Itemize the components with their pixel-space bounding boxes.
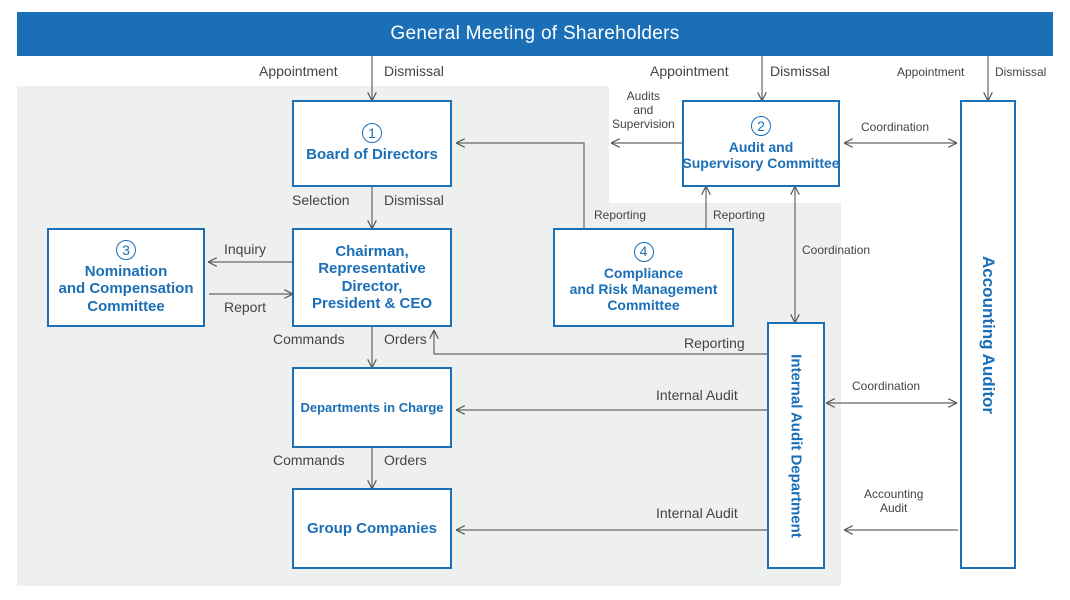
label-appointment-board: Appointment — [259, 63, 338, 79]
audit-committee-title: Audit and Supervisory Committee — [682, 138, 840, 171]
internal-audit-title: Internal Audit Department — [787, 353, 805, 538]
group-companies-box: Group Companies — [292, 488, 452, 569]
number-badge-4: 4 — [633, 241, 654, 262]
departments-box: Departments in Charge — [292, 367, 452, 448]
label-accounting-audit: Accounting Audit — [864, 487, 924, 515]
label-dismissal-accounting: Dismissal — [995, 65, 1047, 79]
label-coordination-top: Coordination — [861, 120, 930, 134]
audit-committee-box: 2 Audit and Supervisory Committee — [682, 100, 840, 187]
ceo-title: Chairman, Representative Director, Presi… — [311, 243, 433, 312]
accounting-auditor-title: Accounting Auditor — [979, 255, 998, 414]
number-badge-2: 2 — [751, 115, 771, 136]
compliance-title: Compliance and Risk Management Committee — [569, 264, 718, 314]
label-selection: Selection — [292, 192, 350, 208]
label-inquiry: Inquiry — [224, 241, 267, 257]
label-commands-1: Commands — [273, 331, 345, 347]
nomination-title: Nomination and Compensation Committee — [58, 263, 194, 315]
label-coordination-middle: Coordination — [802, 243, 871, 257]
label-orders-1: Orders — [384, 331, 427, 347]
label-dismissal-ceo: Dismissal — [384, 192, 444, 208]
label-reporting-compliance-board: Reporting — [594, 208, 647, 222]
internal-audit-department-box: Internal Audit Department — [767, 322, 825, 569]
label-appointment-audit: Appointment — [650, 63, 729, 79]
label-audits-supervision: Audits and Supervision — [612, 89, 675, 131]
label-commands-2: Commands — [273, 452, 345, 468]
group-title: Group Companies — [306, 519, 437, 537]
label-appointment-accounting: Appointment — [897, 65, 965, 79]
label-dismissal-audit: Dismissal — [770, 63, 830, 79]
label-coordination-bottom: Coordination — [852, 379, 921, 393]
label-report: Report — [224, 299, 267, 315]
accounting-auditor-box: Accounting Auditor — [960, 100, 1016, 569]
label-internal-audit-1: Internal Audit — [656, 387, 738, 403]
arrow-internal-reporting-ceo — [434, 331, 767, 355]
label-reporting-compliance-audit: Reporting — [713, 208, 766, 222]
departments-title: Departments in Charge — [300, 399, 444, 415]
nomination-committee-box: 3 Nomination and Compensation Committee — [47, 228, 205, 327]
label-dismissal-board: Dismissal — [384, 63, 444, 79]
compliance-committee-box: 4 Compliance and Risk Management Committ… — [553, 228, 734, 327]
number-badge-3: 3 — [116, 240, 136, 261]
label-reporting-internal: Reporting — [684, 335, 745, 351]
label-orders-2: Orders — [384, 452, 427, 468]
board-of-directors-box: 1 Board of Directors — [292, 100, 452, 187]
ceo-box: Chairman, Representative Director, Presi… — [292, 228, 452, 327]
label-internal-audit-2: Internal Audit — [656, 505, 738, 521]
arrow-compliance-reporting-board — [457, 143, 585, 228]
number-badge-1: 1 — [362, 123, 382, 143]
board-title: Board of Directors — [306, 146, 438, 163]
general-meeting-banner: General Meeting of Shareholders — [17, 12, 1053, 56]
